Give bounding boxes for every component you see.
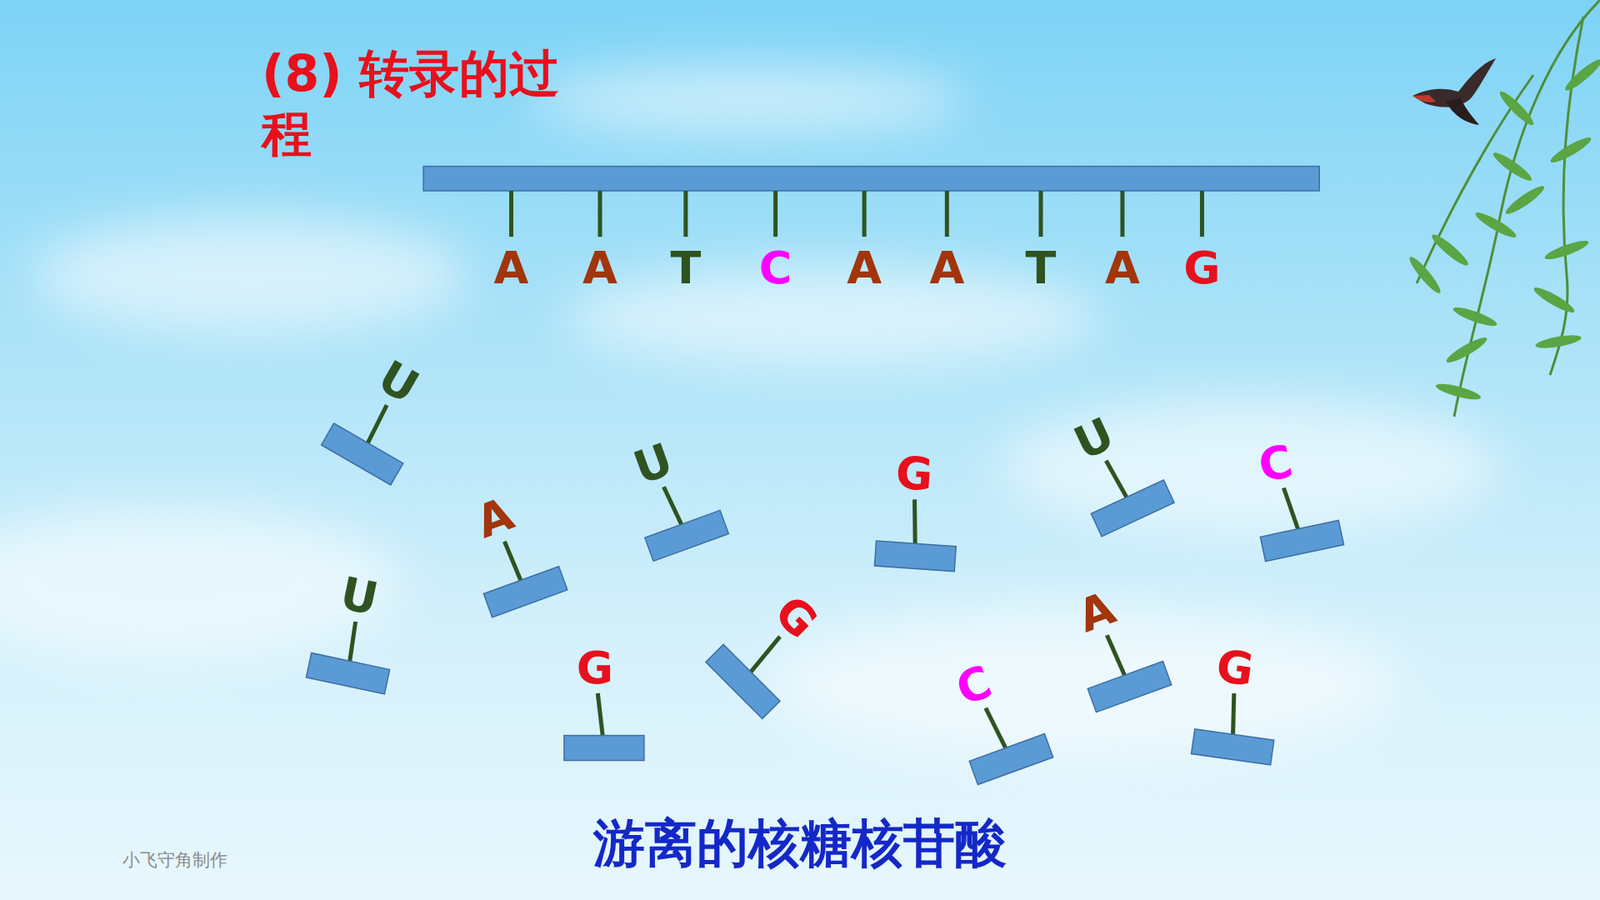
nucleotide [705, 636, 780, 720]
nucleotide [1260, 487, 1344, 561]
ribose-phosphate [1191, 729, 1275, 765]
nucleotide-letter: U [628, 436, 679, 492]
nucleotide [1087, 635, 1171, 712]
base-stick [598, 190, 603, 237]
nucleotide [564, 693, 645, 761]
ribose-phosphate [705, 644, 780, 719]
dna-base-letter: A [929, 245, 965, 291]
dna-base-letter: T [1025, 245, 1057, 291]
nucleotide-letter: A [470, 491, 520, 546]
base-stick [1038, 190, 1043, 237]
strand-backbone [423, 166, 1320, 191]
nucleotide [645, 486, 729, 561]
ribose-phosphate [305, 653, 390, 695]
ribose-phosphate [645, 510, 729, 561]
nucleotide-letter: G [1213, 643, 1256, 694]
dna-strand [423, 166, 1320, 237]
dna-base-letter: A [494, 245, 530, 291]
nucleotide [305, 621, 390, 695]
swallow [1412, 58, 1496, 125]
base-stick [945, 190, 950, 237]
base-stick [683, 190, 688, 237]
ribose-phosphate [321, 423, 404, 485]
nucleotide [1191, 693, 1275, 765]
watermark: 小飞守角制作 [122, 848, 228, 872]
dna-base-letter: C [759, 245, 793, 291]
nucleotide [1090, 460, 1175, 537]
title: (8) 转录的过程 [261, 43, 595, 164]
free-nucleotides [305, 405, 1344, 785]
ribose-phosphate [483, 566, 567, 618]
nucleotide-letter: G [766, 588, 825, 647]
ribose-phosphate [1090, 480, 1175, 537]
nucleotide-letter: G [894, 450, 935, 499]
clouds [0, 66, 1500, 759]
base-stick [773, 190, 778, 237]
nucleotide [874, 499, 956, 571]
base-stick [862, 190, 867, 237]
nucleotide [483, 541, 567, 618]
ribose-phosphate [1087, 661, 1171, 713]
dna-base-letter: A [582, 245, 618, 291]
ribose-phosphate [969, 734, 1053, 785]
ribose-phosphate [564, 735, 645, 761]
nucleotide-letter: G [576, 645, 614, 691]
ribose-phosphate [1260, 520, 1344, 561]
dna-base-letter: G [1183, 245, 1220, 291]
willow-leaves [1405, 55, 1600, 403]
caption: 游离的核糖核苷酸 [0, 808, 1600, 879]
dna-base-letter: T [670, 245, 701, 291]
base-stick [1200, 190, 1205, 237]
nucleotide [969, 708, 1053, 785]
dna-base-letter: A [1105, 245, 1140, 291]
base-stick [509, 190, 514, 237]
dna-base-letter: A [846, 245, 882, 291]
nucleotide [321, 405, 404, 485]
willow-branch [1416, 0, 1600, 417]
ribose-phosphate [874, 540, 956, 572]
nucleotide-letter: U [370, 354, 425, 412]
base-stick [1120, 190, 1125, 237]
